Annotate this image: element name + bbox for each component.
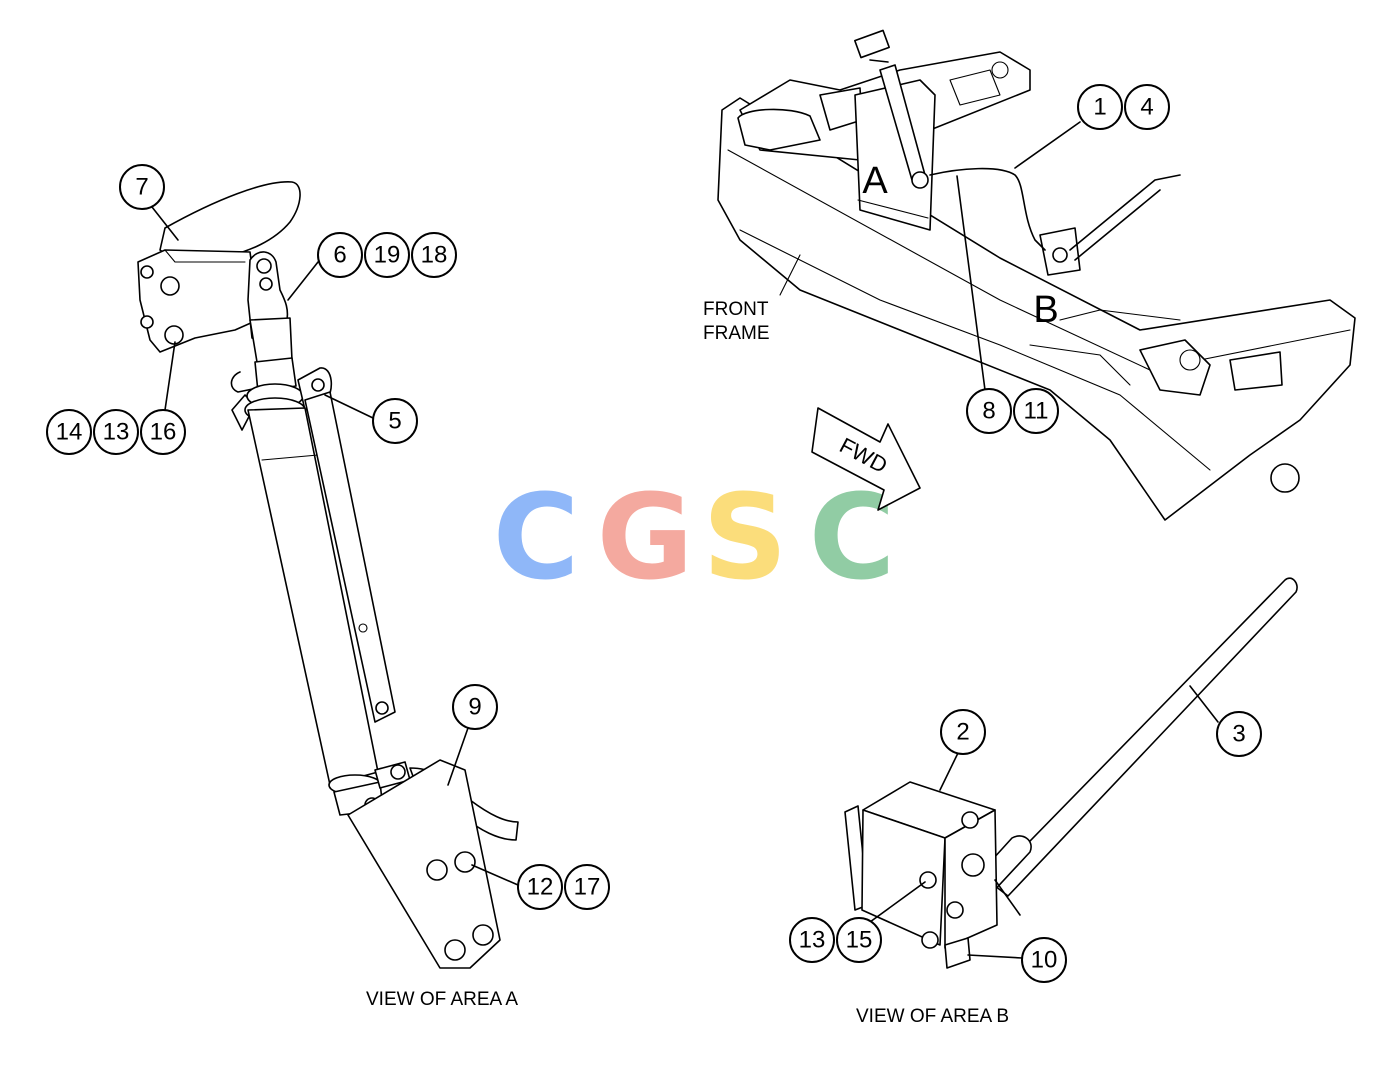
callout-17 <box>564 864 610 910</box>
callout-15-label: 15 <box>846 927 873 954</box>
callout-6-label: 6 <box>333 242 346 269</box>
callout-13-b <box>789 917 835 963</box>
callout-1-label: 1 <box>1093 94 1106 121</box>
callout-13-a <box>93 409 139 455</box>
callout-7 <box>119 164 165 210</box>
callout-9 <box>452 684 498 730</box>
callout-2-label: 2 <box>956 719 969 746</box>
watermark: C G S C <box>493 468 896 606</box>
front-frame-label-line1: FRONT <box>703 299 769 320</box>
callout-5 <box>372 398 418 444</box>
callout-12-label: 12 <box>527 874 554 901</box>
callout-15 <box>836 917 882 963</box>
callout-11 <box>1013 388 1059 434</box>
callout-9-label: 9 <box>468 694 481 721</box>
view-area-b-drawing <box>844 577 1298 969</box>
callout-4-label: 4 <box>1140 94 1153 121</box>
callout-11-label: 11 <box>1024 398 1049 425</box>
view-b-callouts: 2 3 13 15 10 VIEW OF AREA B <box>789 685 1262 1027</box>
callout-12 <box>517 864 563 910</box>
view-a-caption: VIEW OF AREA A <box>366 989 518 1010</box>
area-b-label: B <box>1033 289 1058 331</box>
view-b-caption: VIEW OF AREA B <box>856 1006 1009 1027</box>
callout-5-label: 5 <box>388 408 401 435</box>
callout-10 <box>1021 937 1067 983</box>
callout-4 <box>1124 84 1170 130</box>
callout-14-label: 14 <box>56 419 83 446</box>
callout-10-label: 10 <box>1031 947 1058 974</box>
callout-7-label: 7 <box>135 174 148 201</box>
callout-18-label: 18 <box>421 242 448 269</box>
view-a-callouts: 7 6 19 18 14 13 16 5 9 12 17 VIEW OF ARE… <box>46 164 610 1010</box>
callout-13-b-label: 13 <box>799 927 826 954</box>
area-a-label: A <box>862 160 888 202</box>
callout-2 <box>940 709 986 755</box>
callout-8-label: 8 <box>982 398 995 425</box>
watermark-letter-1: C <box>493 468 580 606</box>
callout-3 <box>1216 711 1262 757</box>
callout-17-label: 17 <box>574 874 601 901</box>
callout-1 <box>1077 84 1123 130</box>
watermark-letter-4: C <box>809 468 896 606</box>
front-frame-label-line2: FRAME <box>703 323 770 344</box>
callout-16-label: 16 <box>150 419 177 446</box>
callout-13-a-label: 13 <box>103 419 130 446</box>
watermark-letter-2: G <box>597 468 694 606</box>
callout-3-label: 3 <box>1232 721 1245 748</box>
callout-14 <box>46 409 92 455</box>
callout-8 <box>966 388 1012 434</box>
front-frame-drawing <box>717 29 1356 521</box>
overview-labels: A B FRONT FRAME 1 4 8 11 FWD <box>703 84 1170 511</box>
callout-18 <box>411 232 457 278</box>
view-area-a-drawing <box>137 181 519 969</box>
callout-6 <box>317 232 363 278</box>
callout-19-label: 19 <box>374 242 401 269</box>
callout-16 <box>140 409 186 455</box>
watermark-letter-3: S <box>703 468 788 606</box>
callout-19 <box>364 232 410 278</box>
